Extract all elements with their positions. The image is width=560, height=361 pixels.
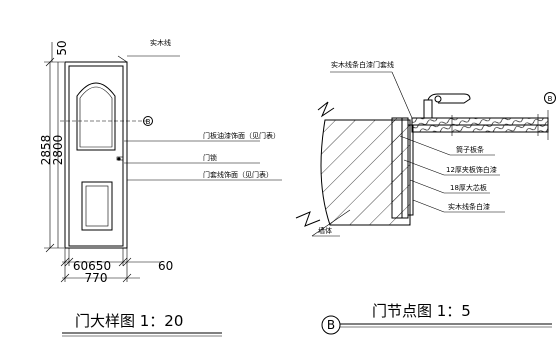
svg-text:B: B: [548, 95, 553, 103]
label-r2: 12厚夹板饰白漆: [446, 165, 497, 174]
title-right: 门节点图 1：5: [372, 302, 471, 320]
dim-top-text: 50: [55, 40, 69, 55]
section-mark-left: [143, 116, 153, 126]
dim-v-inner-text: 2800: [51, 135, 65, 166]
title-left: 门大样图 1：20: [75, 312, 183, 330]
door-leaf: [68, 65, 124, 247]
dim-bottom-total: 770: [85, 271, 108, 285]
dim-bottom-right: 60: [158, 259, 173, 273]
door-lower-panel: [81, 181, 113, 231]
trim-solid-wood: [391, 117, 403, 219]
label-r3: 18厚大芯板: [450, 183, 487, 192]
core-board-18: [407, 124, 414, 216]
callout-2: 门锁: [203, 153, 217, 162]
door-upper-panel: [76, 82, 116, 151]
section-mark-title: [321, 315, 341, 335]
svg-text:B: B: [327, 318, 335, 332]
callout-1: 门板油漆饰面（见门表）: [203, 131, 280, 140]
label-r4: 实木线条白漆: [448, 202, 490, 211]
dim-v-outer-text: 2858: [39, 135, 53, 166]
svg-text:B: B: [146, 118, 151, 126]
label-wall: 墙体: [318, 226, 332, 235]
wall-body: [320, 119, 411, 226]
label-r1: 筒子板条: [456, 145, 484, 154]
door-frame: [64, 61, 128, 249]
door-node-section: 实木线条白漆门套线 B 筒子板条 12厚夹板饰白漆 18厚大芯板 实木线条白漆 …: [295, 60, 556, 335]
callout-3: 门套线饰面（见门表）: [203, 170, 273, 179]
section-mark-right: [544, 92, 556, 104]
lock-handle: [427, 93, 471, 104]
label-top-right: 实木线条白漆门套线: [331, 60, 394, 69]
lock-handle-base: [423, 99, 433, 119]
dim-bottom-parts: 60650: [73, 259, 111, 273]
label-top: 实木线: [150, 38, 171, 47]
door-elevation: 50 2858 2800 实木线 B 门板油漆饰面（见门表）: [39, 38, 282, 337]
